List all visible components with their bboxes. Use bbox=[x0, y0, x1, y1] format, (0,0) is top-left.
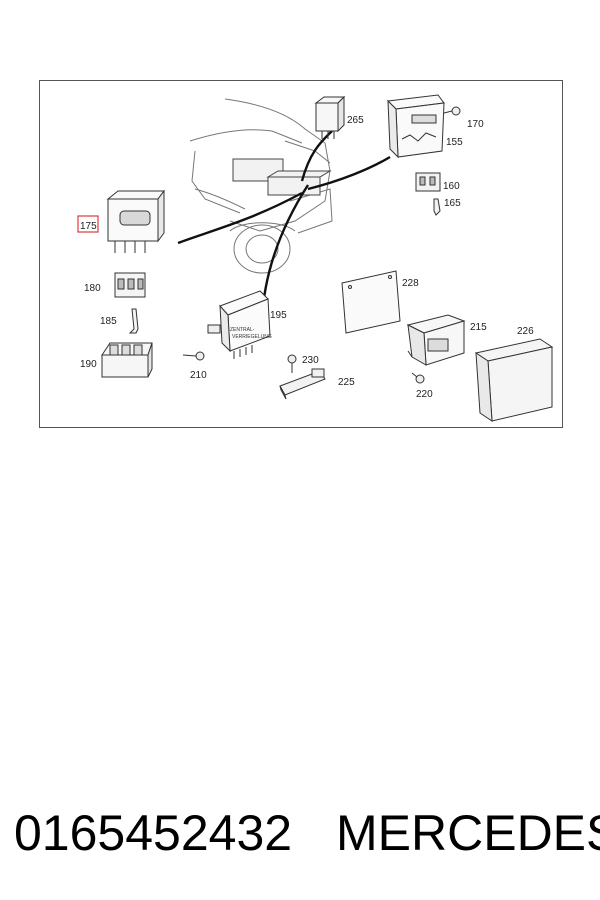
diagram-svg: ZENTRAL- VERRIEGELUNG bbox=[77, 94, 554, 422]
relay-265 bbox=[314, 95, 346, 139]
callout-210: 210 bbox=[190, 370, 207, 381]
connector-160 bbox=[415, 172, 441, 192]
screw-210 bbox=[182, 351, 205, 361]
parts-diagram: ZENTRAL- VERRIEGELUNG bbox=[39, 80, 563, 428]
bracket-225 bbox=[279, 368, 326, 400]
module-215 bbox=[406, 314, 466, 366]
holder-190 bbox=[101, 342, 153, 378]
svg-text:ZENTRAL-: ZENTRAL- bbox=[230, 327, 255, 333]
callout-220: 220 bbox=[416, 389, 433, 400]
callout-185: 185 bbox=[100, 316, 117, 327]
module-195: ZENTRAL- VERRIEGELUNG bbox=[207, 290, 272, 359]
vehicle-modules bbox=[232, 158, 332, 196]
callout-225: 225 bbox=[338, 377, 355, 388]
module-175 bbox=[106, 189, 165, 253]
callout-228: 228 bbox=[402, 278, 419, 289]
cover-226 bbox=[474, 338, 554, 422]
callout-265: 265 bbox=[347, 115, 364, 126]
terminal-165 bbox=[433, 198, 441, 216]
callout-160: 160 bbox=[443, 181, 460, 192]
footer-caption: 0165452432 MERCEDES bbox=[10, 798, 600, 868]
callout-215: 215 bbox=[470, 322, 487, 333]
module-155 bbox=[386, 94, 445, 159]
connector-180 bbox=[114, 272, 146, 298]
callout-165: 165 bbox=[444, 198, 461, 209]
terminal-185 bbox=[128, 308, 139, 334]
screw-170 bbox=[443, 106, 461, 116]
callout-155: 155 bbox=[446, 137, 463, 148]
callout-230: 230 bbox=[302, 355, 319, 366]
callout-175: 175 bbox=[80, 221, 97, 232]
highlight-box-175 bbox=[77, 215, 99, 233]
callout-170: 170 bbox=[467, 119, 484, 130]
callout-190: 190 bbox=[80, 359, 97, 370]
screw-230 bbox=[287, 354, 297, 373]
gasket-228 bbox=[341, 270, 401, 334]
callout-180: 180 bbox=[84, 283, 101, 294]
callout-195: 195 bbox=[270, 310, 287, 321]
part-number: 0165452432 bbox=[14, 805, 293, 861]
brand-name: MERCEDES bbox=[336, 805, 600, 861]
svg-text:VERRIEGELUNG: VERRIEGELUNG bbox=[232, 334, 272, 340]
callout-226: 226 bbox=[517, 326, 534, 337]
screw-220 bbox=[411, 372, 425, 384]
